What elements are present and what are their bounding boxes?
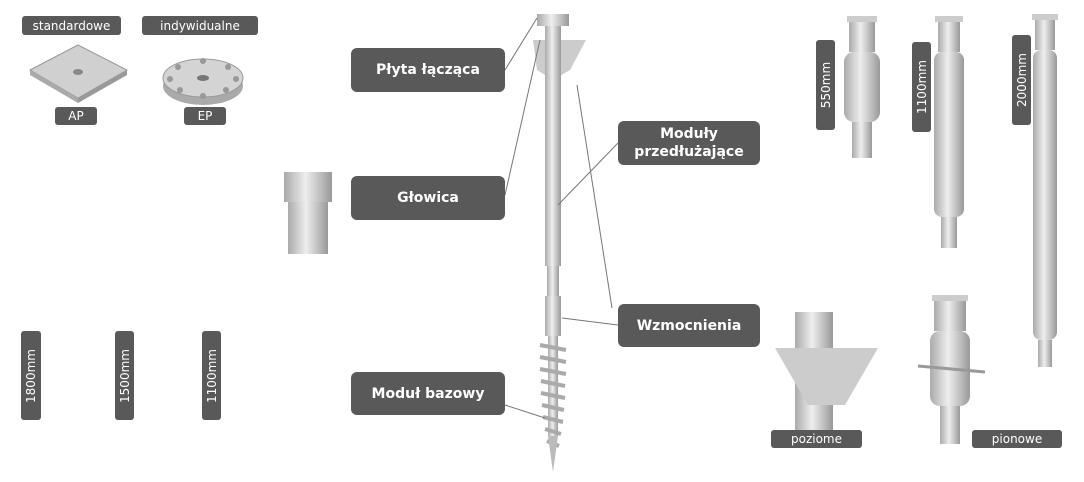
extension-length-2000: 2000mm — [1012, 35, 1031, 125]
vertical-reinforcement — [917, 295, 986, 444]
callout-plate: Płyta łącząca — [351, 48, 505, 92]
vertical-label: pionowe — [972, 430, 1062, 448]
callout-extensions: Moduły przedłużające — [618, 121, 760, 165]
length-text: 2000mm — [1014, 53, 1029, 107]
ap-label: AP — [55, 107, 97, 125]
head-part — [284, 172, 332, 254]
main-screw — [533, 14, 586, 472]
length-text: 1500mm — [117, 348, 132, 403]
base-length-1100: 1100mm — [202, 331, 221, 420]
custom-plates-label: indywidualne — [142, 16, 258, 35]
extension-550 — [844, 16, 880, 158]
length-text: 550mm — [818, 61, 833, 109]
base-length-1500: 1500mm — [115, 331, 134, 420]
standard-plates-label: standardowe — [22, 16, 121, 35]
extension-2000 — [1032, 14, 1058, 367]
callout-base: Moduł bazowy — [351, 372, 505, 415]
callout-lines — [504, 17, 619, 419]
horizontal-label: poziome — [771, 430, 862, 448]
length-text: 1100mm — [914, 60, 929, 114]
horizontal-reinforcement — [775, 312, 878, 430]
callout-reinforcements: Wzmocnienia — [618, 304, 760, 347]
ep-label: EP — [184, 107, 226, 125]
extension-length-1100: 1100mm — [912, 42, 931, 132]
length-text: 1800mm — [24, 348, 38, 403]
length-text: 1100mm — [204, 348, 219, 403]
base-length-1800: 1800mm — [21, 331, 41, 420]
extension-1100 — [934, 16, 964, 248]
callout-head: Głowica — [351, 176, 505, 220]
extension-length-550: 550mm — [816, 40, 835, 130]
